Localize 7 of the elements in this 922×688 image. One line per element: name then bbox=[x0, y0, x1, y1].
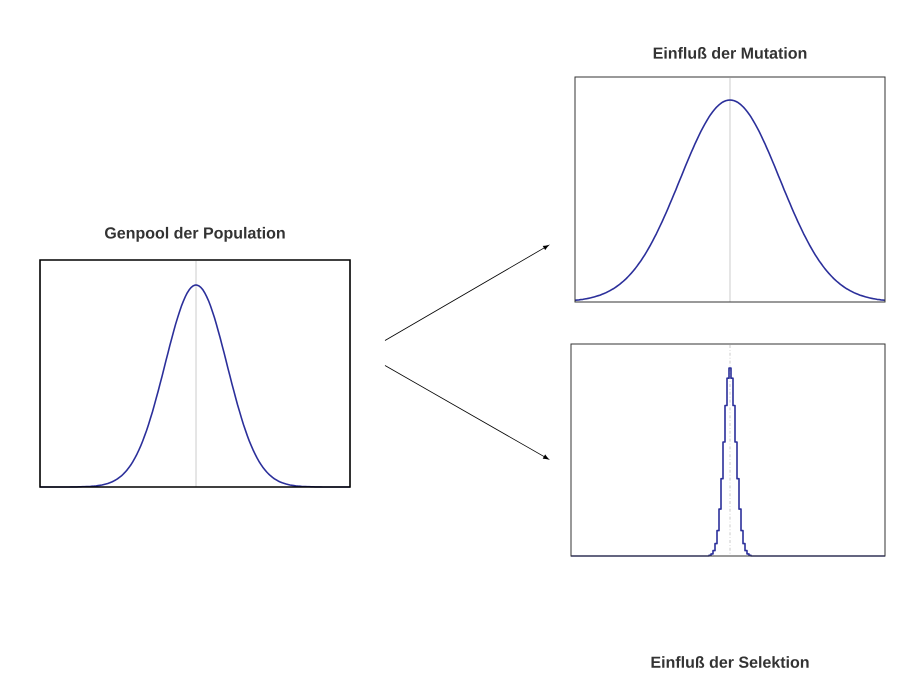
chart-box: Genpool der Population bbox=[39, 226, 351, 488]
chart-box: Einfluß der Mutation bbox=[574, 47, 886, 302]
node-label: Einfluß der Mutation bbox=[654, 47, 806, 59]
arrow bbox=[384, 244, 549, 341]
caption-text: Einfluß der Selektion bbox=[652, 656, 809, 668]
node-label: Genpool der Population bbox=[105, 226, 285, 242]
arrow bbox=[384, 365, 549, 460]
